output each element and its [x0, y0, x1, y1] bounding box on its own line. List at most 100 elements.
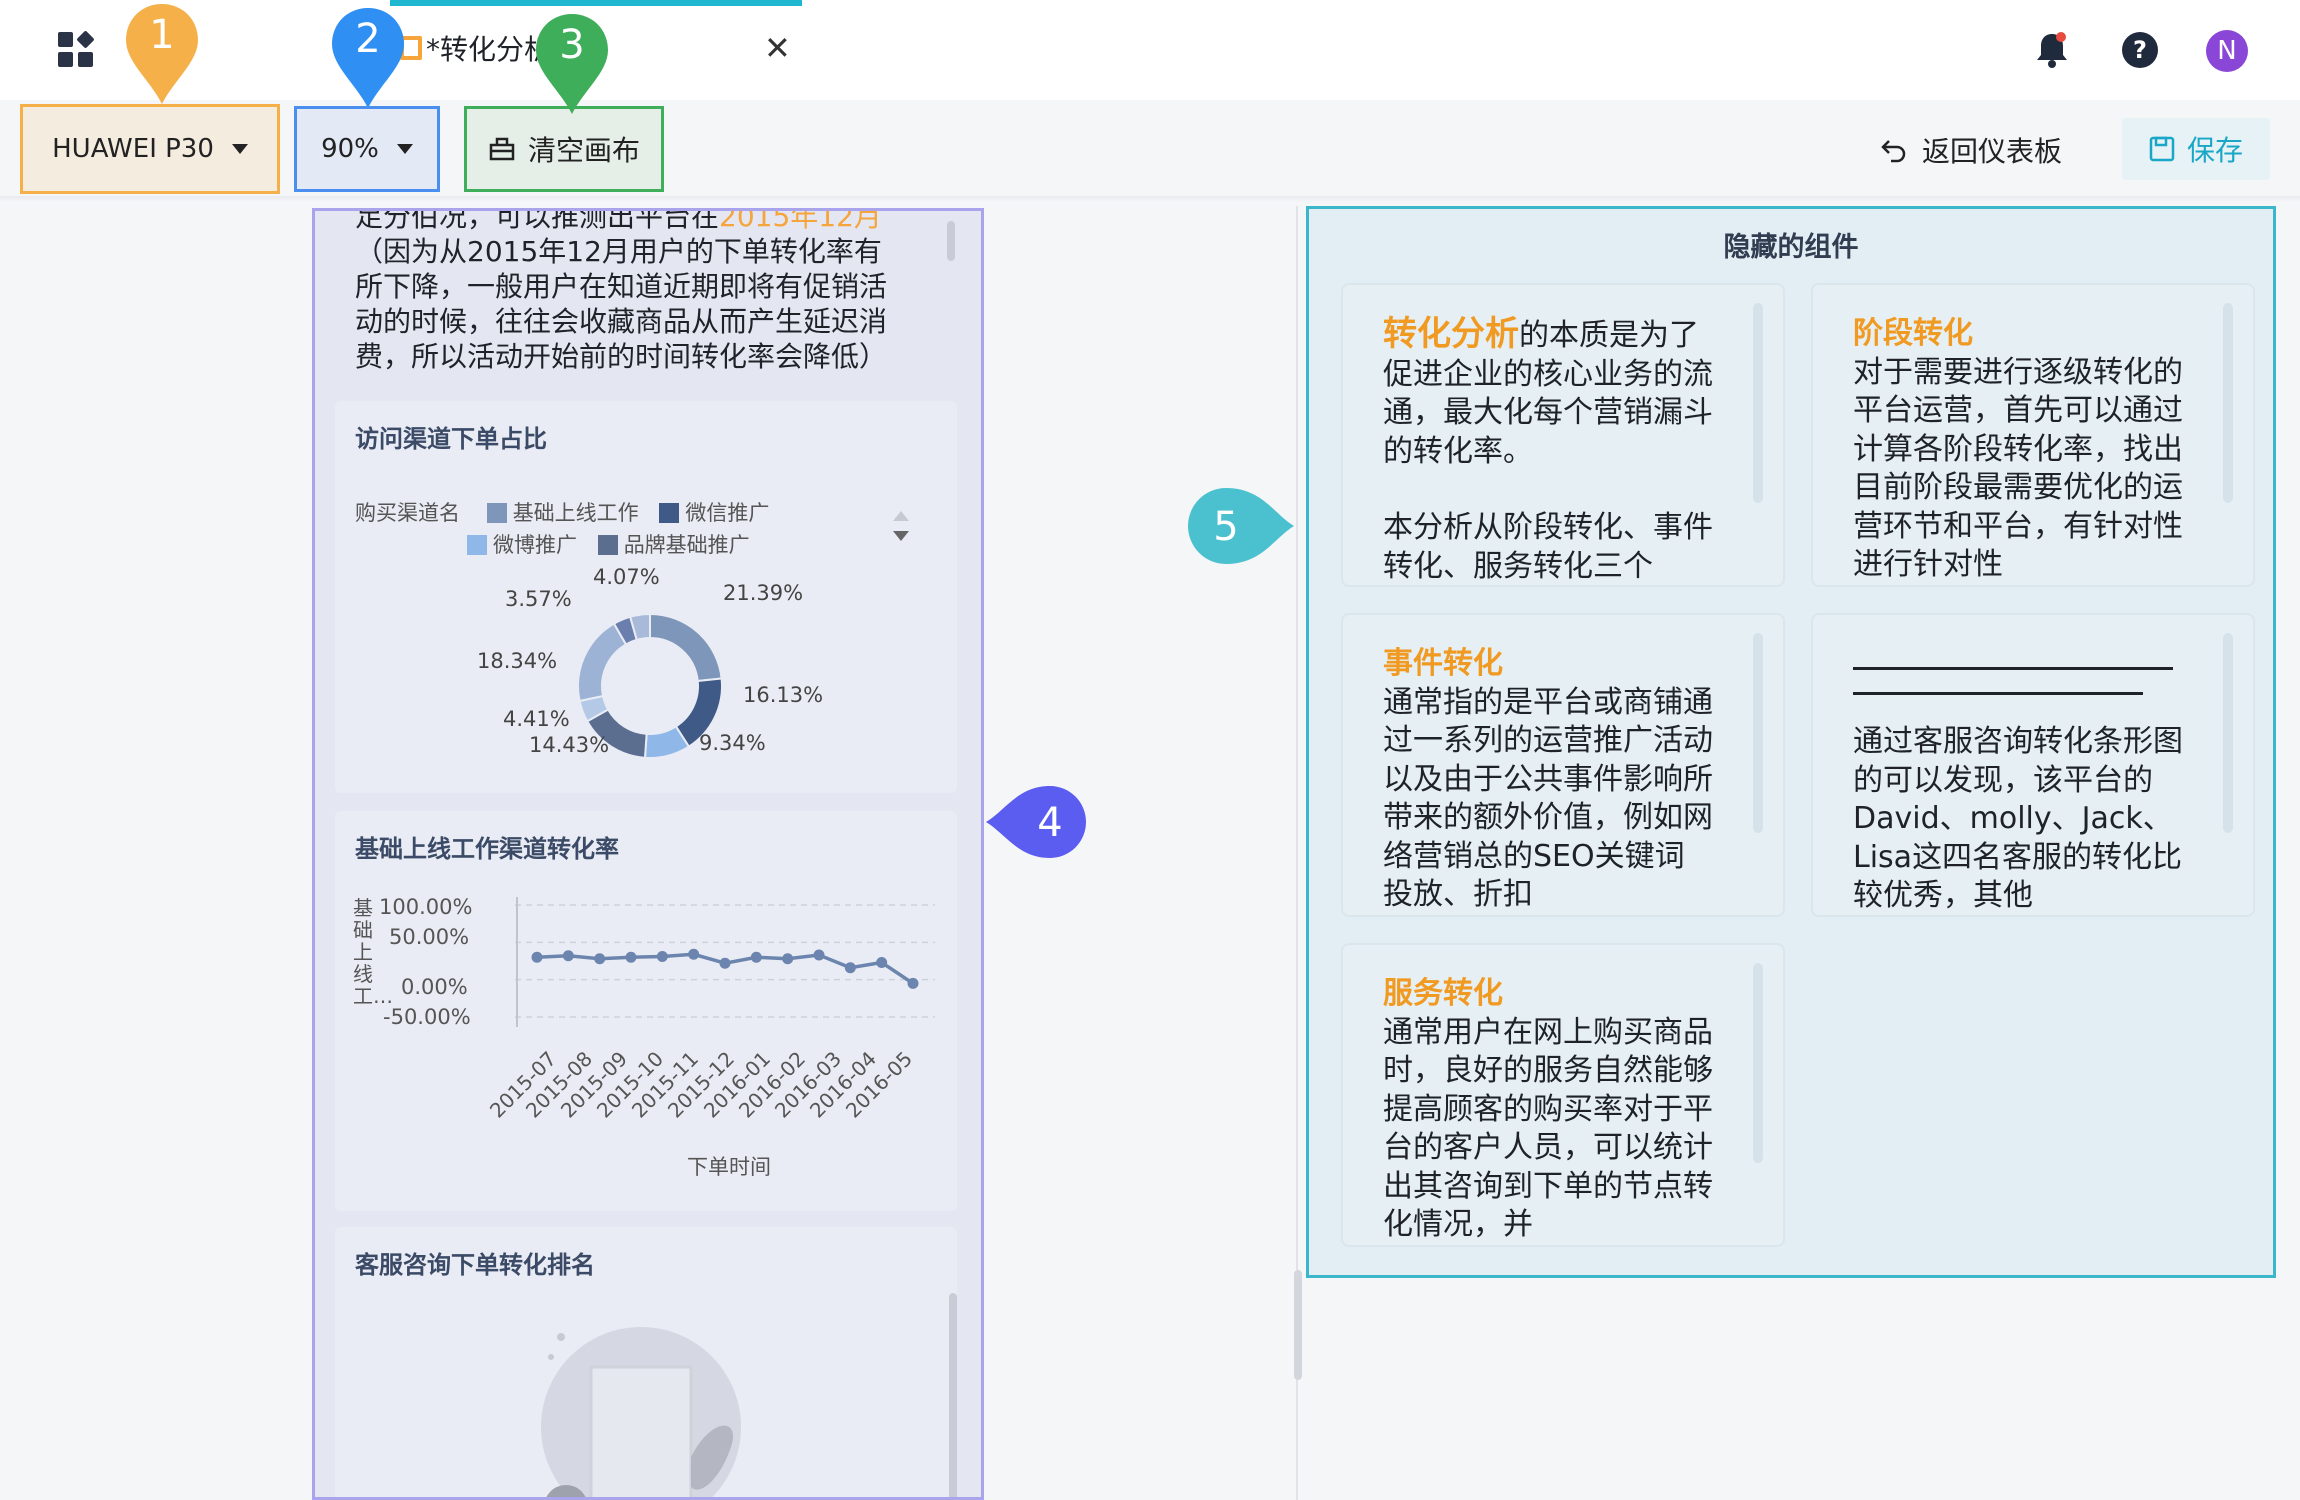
slice-label: 21.39%	[723, 581, 804, 605]
marker-pin	[332, 8, 404, 108]
component-text: 事件转化 通常指的是平台或商铺通过一系列的运营推广活动以及由于公共事件影响所带来…	[1383, 645, 1713, 915]
user-avatar[interactable]: N	[2206, 30, 2248, 72]
marker-number: 1	[149, 12, 175, 58]
save-icon	[2149, 136, 2175, 162]
component-text: 服务转化 通常用户在网上购买商品时，良好的服务自然能够提高顾客的购买率对于平台的…	[1383, 975, 1713, 1245]
scrollbar[interactable]	[2223, 633, 2233, 833]
save-label: 保存	[2186, 134, 2243, 167]
marker-number: 5	[1213, 504, 1238, 550]
chevron-down-icon	[231, 144, 248, 154]
clear-canvas-button[interactable]: 清空画布	[464, 106, 664, 192]
device-select[interactable]: HUAWEI P30	[20, 104, 280, 194]
tab-conversion-analysis[interactable]: *转化分析	[400, 28, 552, 68]
intro-line: 足分伯况，可以推测出平台在	[355, 208, 720, 233]
y-tick: 100.00%	[379, 895, 473, 919]
data-point[interactable]	[562, 950, 574, 962]
data-point[interactable]	[656, 951, 668, 963]
hidden-component-card[interactable]: 阶段转化 对于需要进行逐级转化的平台运营，首先可以通过计算各阶段转化率，找出目前…	[1813, 285, 2253, 585]
data-point[interactable]	[531, 951, 543, 963]
canvas-scrollbar[interactable]	[1294, 1270, 1302, 1380]
legend-swatch	[486, 503, 507, 523]
component-text: 转化分析的本质是为了促进企业的核心业务的流通，最大化每个营销漏斗的转化率。 本分…	[1383, 315, 1713, 585]
chart-legend: 购买渠道名 基础上线工作 微信推广	[355, 497, 769, 527]
data-point[interactable]	[594, 953, 606, 965]
marker-pin	[536, 14, 608, 114]
hidden-component-card[interactable]: 转化分析的本质是为了促进企业的核心业务的流通，最大化每个营销漏斗的转化率。 本分…	[1343, 285, 1783, 585]
active-tab-indicator	[390, 0, 802, 6]
donut-chart[interactable]	[565, 601, 735, 771]
save-button[interactable]: 保存	[2122, 118, 2270, 180]
marker-number: 3	[559, 22, 585, 68]
close-icon[interactable]: ✕	[764, 29, 791, 67]
data-point[interactable]	[719, 957, 731, 969]
toolbar-shadow	[0, 196, 2300, 202]
intro-line: 费，所以活动开始前的时间转化率会降低）	[355, 340, 888, 373]
hidden-component-card[interactable]: 事件转化 通常指的是平台或商铺通过一系列的运营推广活动以及由于公共事件影响所带来…	[1343, 615, 1783, 915]
empty-state-illustration	[541, 1327, 741, 1497]
donut-slice[interactable]	[628, 612, 651, 642]
marker-1: 1	[124, 2, 200, 104]
component-title: 事件转化	[1383, 646, 1503, 681]
data-point[interactable]	[813, 949, 825, 961]
marker-pin	[986, 786, 1086, 858]
legend-pager-icon[interactable]	[890, 509, 912, 543]
channel-order-share-card[interactable]: 访问渠道下单占比 购买渠道名 基础上线工作 微信推广 微博推广 品牌基础推广 4…	[335, 401, 957, 793]
y-axis-label: 基础上线工…	[353, 896, 393, 1008]
x-axis-label: 下单时间	[687, 1155, 771, 1179]
marker-number: 4	[1037, 800, 1062, 846]
data-point[interactable]	[750, 951, 762, 963]
intro-line: 动的时候，往往会收藏商品从而产生延迟消	[355, 305, 888, 338]
y-tick: -50.00%	[383, 1005, 471, 1029]
scrollbar[interactable]	[1753, 633, 1763, 833]
data-point[interactable]	[625, 951, 637, 963]
slice-label: 18.34%	[477, 649, 558, 673]
y-tick: 0.00%	[401, 975, 468, 999]
chart-legend-row2: 微博推广 品牌基础推广	[467, 529, 750, 559]
divider-line	[1853, 667, 2173, 670]
component-body: 通常指的是平台或商铺通过一系列的运营推广活动以及由于公共事件影响所带来的额外价值…	[1383, 684, 1713, 913]
scrollbar[interactable]	[947, 221, 955, 261]
intro-highlight: 2015年12月	[719, 208, 882, 233]
device-select-value: HUAWEI P30	[52, 134, 214, 164]
service-conversion-ranking-card[interactable]: 客服咨询下单转化排名	[335, 1227, 957, 1497]
legend-swatch	[467, 535, 487, 555]
donut-slice[interactable]	[577, 622, 628, 703]
legend-item: 微信推广	[685, 501, 770, 525]
channel-conversion-rate-card[interactable]: 基础上线工作渠道转化率 基础上线工… 100.00% 50.00% 0.00% …	[335, 811, 957, 1211]
help-icon[interactable]: ?	[2118, 28, 2162, 72]
slice-label: 9.34%	[699, 731, 766, 755]
legend-item: 基础上线工作	[512, 501, 639, 525]
marker-pin	[1188, 488, 1294, 564]
component-body: 通过客服咨询转化条形图的可以发现，该平台的David、molly、Jack、Li…	[1853, 724, 2183, 913]
mobile-canvas-panel[interactable]: 足分伯况，可以推测出平台在2015年12月 （因为从2015年12月用户的下单转…	[312, 208, 984, 1500]
notification-bell-icon[interactable]	[2030, 28, 2074, 72]
hidden-component-card[interactable]: 通过客服咨询转化条形图的可以发现，该平台的David、molly、Jack、Li…	[1813, 615, 2253, 915]
slice-label: 4.07%	[593, 565, 660, 589]
zoom-select[interactable]: 90%	[294, 106, 440, 192]
line-chart[interactable]	[515, 897, 935, 1027]
data-point[interactable]	[844, 962, 856, 974]
data-point[interactable]	[876, 956, 888, 968]
scrollbar[interactable]	[1753, 963, 1763, 1163]
scrollbar[interactable]	[949, 1293, 957, 1497]
slice-label: 16.13%	[743, 683, 824, 707]
legend-title: 购买渠道名	[355, 501, 460, 525]
component-text: 通过客服咨询转化条形图的可以发现，该平台的David、molly、Jack、Li…	[1853, 645, 2183, 915]
data-point[interactable]	[907, 977, 919, 989]
clear-canvas-label: 清空画布	[527, 134, 640, 167]
marker-3: 3	[534, 12, 610, 114]
component-body: 通常用户在网上购买商品时，良好的服务自然能够提高顾客的购买率对于平台的客户人员，…	[1383, 1014, 1713, 1243]
hidden-component-card[interactable]: 服务转化 通常用户在网上购买商品时，良好的服务自然能够提高顾客的购买率对于平台的…	[1343, 945, 1783, 1245]
scrollbar[interactable]	[1753, 303, 1763, 503]
back-to-dashboard-button[interactable]: 返回仪表板	[1880, 122, 2062, 178]
scrollbar[interactable]	[2223, 303, 2233, 503]
data-point[interactable]	[688, 948, 700, 960]
dashboard-grid-icon[interactable]	[56, 30, 96, 70]
data-point[interactable]	[782, 953, 794, 965]
tab-label: *转化分析	[426, 33, 553, 66]
slice-label: 14.43%	[529, 733, 610, 757]
hidden-components-title: 隐藏的组件	[1723, 232, 1859, 263]
legend-item: 微博推广	[493, 533, 577, 557]
donut-slice[interactable]	[649, 612, 723, 683]
intro-line: （因为从2015年12月用户的下单转化率有	[355, 235, 882, 268]
